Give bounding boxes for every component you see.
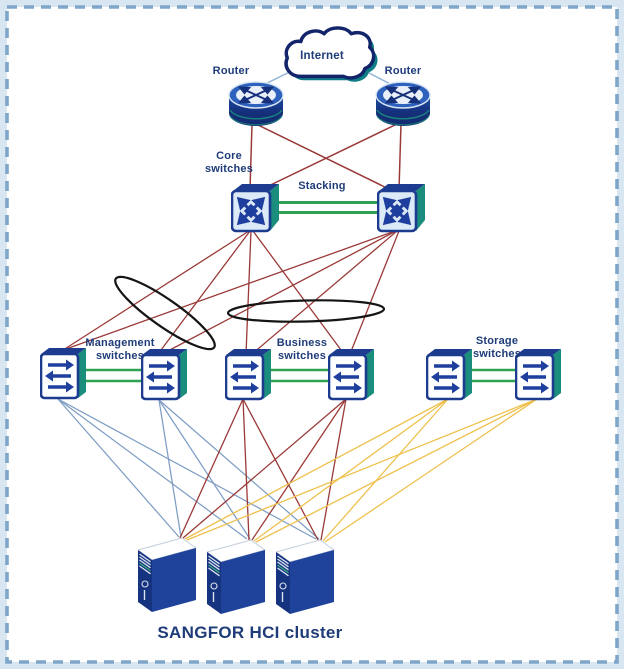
core-switches-label: Core switches	[204, 150, 254, 175]
bundle-ellipse-2	[226, 299, 386, 323]
server-icon-3	[276, 534, 336, 616]
core-switch-icon-left	[231, 183, 281, 233]
stacking-label: Stacking	[298, 180, 346, 192]
router-right-label: Router	[384, 65, 422, 77]
cluster-title: SANGFOR HCI cluster	[157, 623, 343, 642]
server-icon-2	[207, 534, 267, 616]
switch-pair-links	[78, 368, 520, 383]
management-to-server-links	[57, 398, 320, 540]
server-icon-1	[138, 532, 198, 614]
internet-label: Internet	[300, 50, 344, 62]
storage-switches-label: Storage switches	[472, 335, 522, 360]
bundle-ellipse-1	[114, 275, 216, 351]
router-icon-left	[227, 80, 285, 130]
router-icon-right	[374, 80, 432, 130]
stacking-links	[272, 201, 386, 214]
router-to-core-links	[249, 123, 402, 193]
core-switch-icon-right	[377, 183, 427, 233]
link-bundle-ellipses	[114, 275, 386, 351]
business-switches-label: Business switches	[276, 337, 328, 362]
router-left-label: Router	[212, 65, 250, 77]
management-switches-label: Management switches	[85, 337, 155, 362]
storage-to-server-links	[184, 398, 538, 543]
